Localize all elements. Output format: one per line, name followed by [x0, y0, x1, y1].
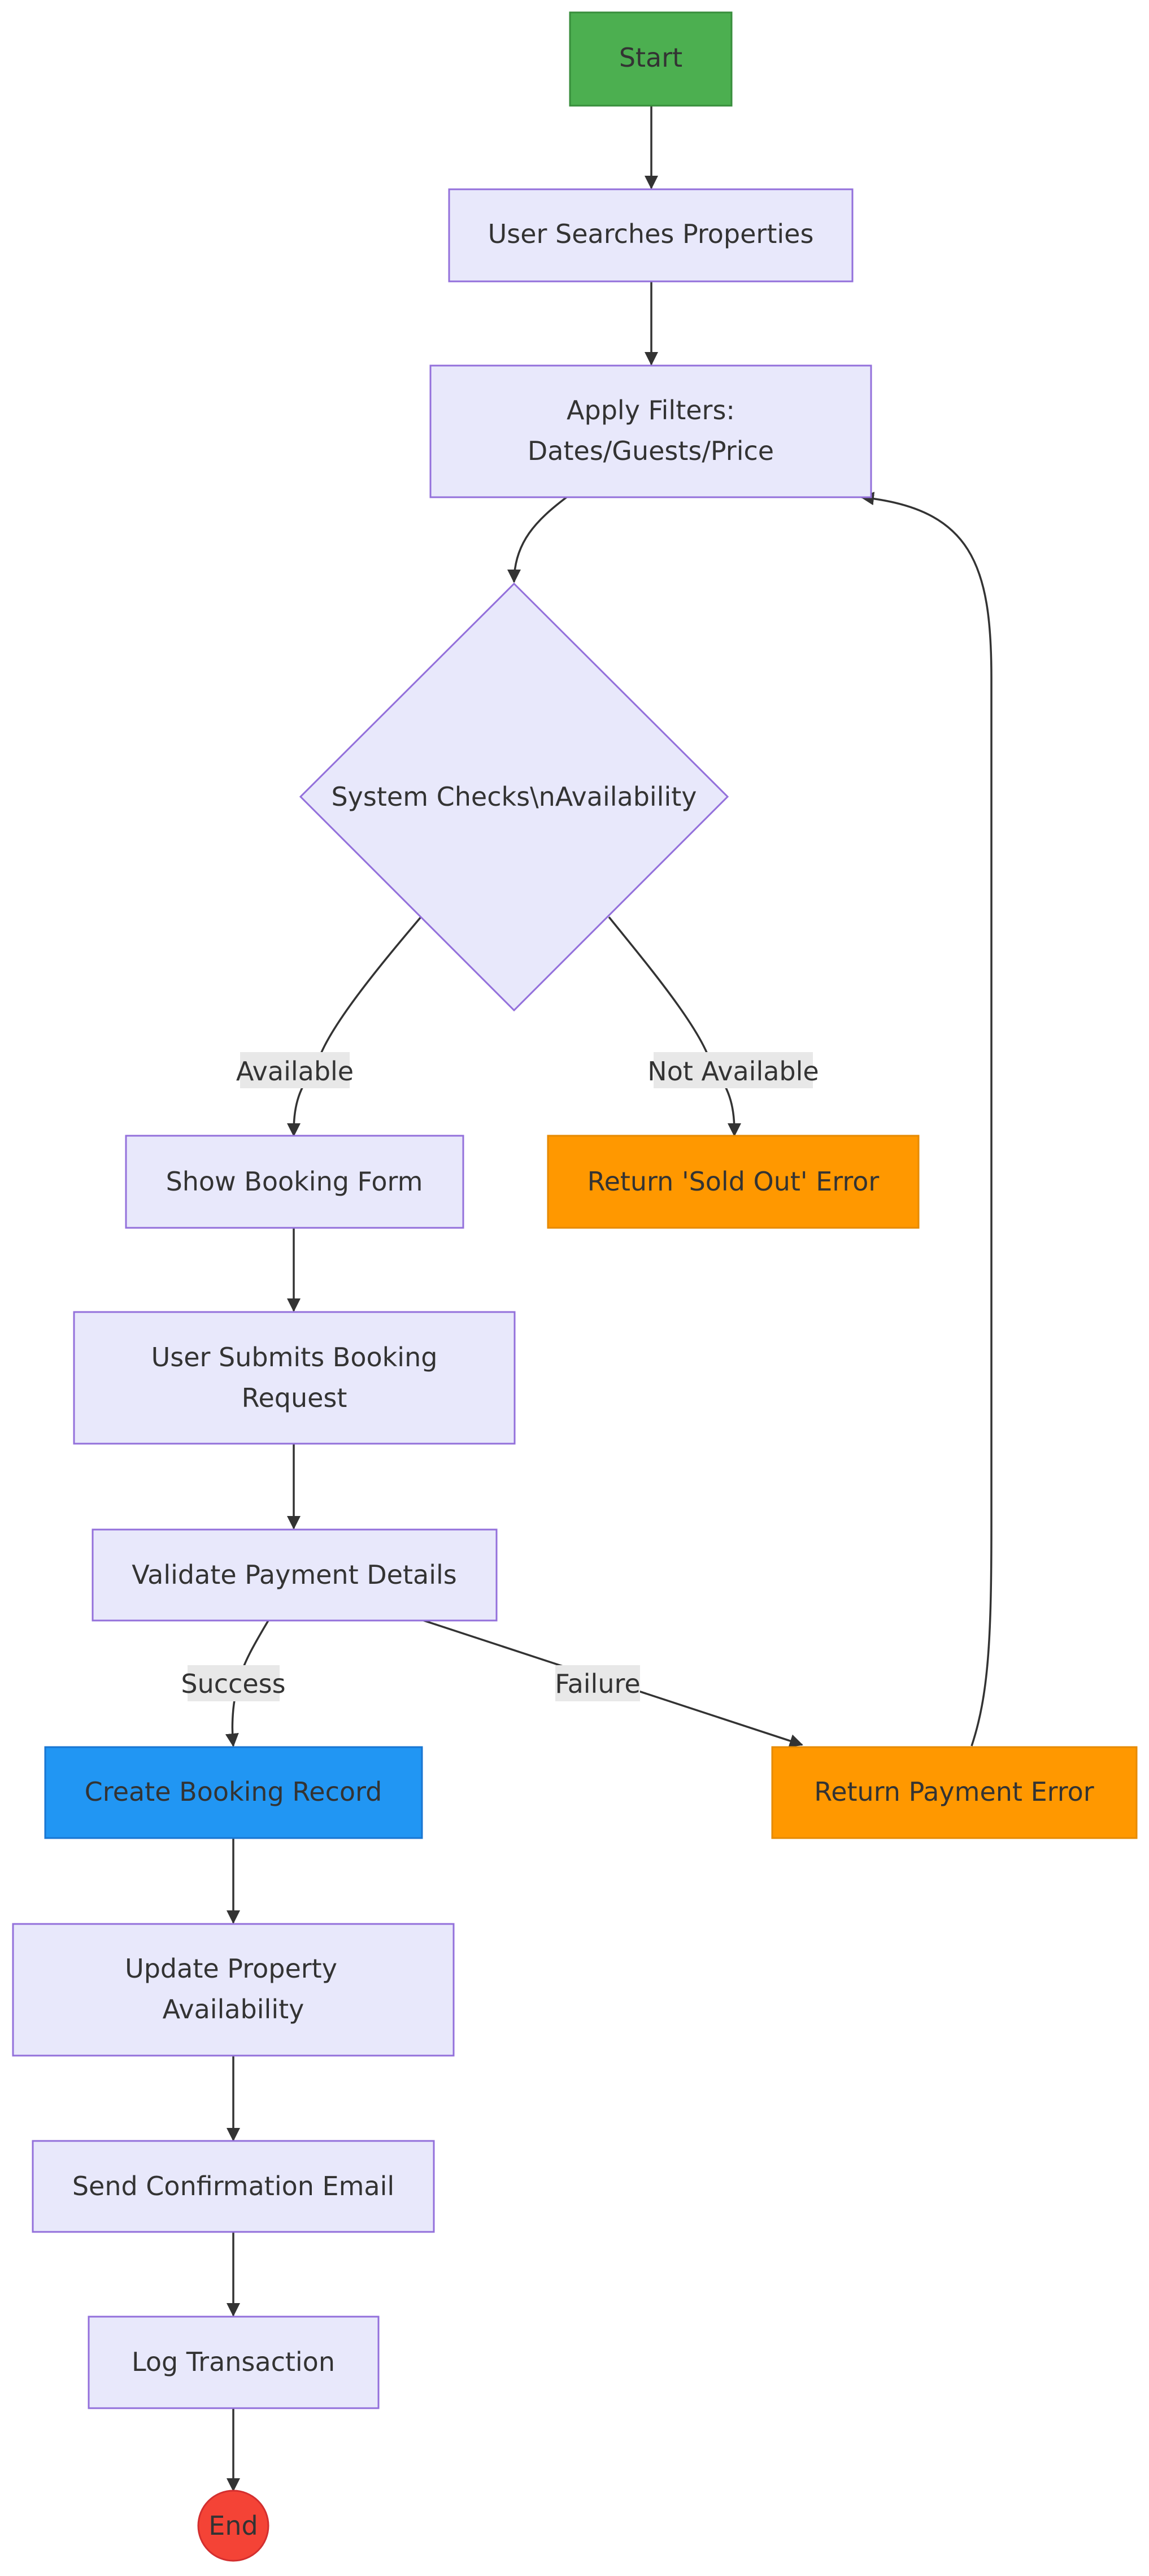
node-user-submits-booking-request-box [73, 1311, 516, 1445]
node-update-property-availability-label-line2: Availability [163, 1994, 304, 2025]
node-user-searches-properties-box [448, 188, 854, 283]
edge-label-not-available-text: Not Available [647, 1056, 819, 1087]
edge-label-available-bg [240, 1052, 350, 1088]
edge-label-available: Available [236, 1052, 354, 1088]
node-validate-payment-details-box [92, 1528, 498, 1622]
node-return-payment-error-box [771, 1746, 1138, 1839]
node-log-transaction: Log Transaction [88, 2316, 380, 2409]
node-system-checks-availability-label: System Checks\nAvailability [331, 781, 697, 812]
edge-label-not-available-bg [654, 1052, 813, 1088]
node-end-circle [197, 2490, 269, 2562]
edge-label-failure: Failure [555, 1665, 641, 1701]
node-create-booking-record: Create Booking Record [44, 1746, 423, 1839]
node-user-searches-properties-label: User Searches Properties [488, 219, 814, 249]
node-user-searches-properties: User Searches Properties [448, 188, 854, 283]
node-return-payment-error: Return Payment Error [771, 1746, 1138, 1839]
edge-label-available-text: Available [236, 1056, 354, 1087]
edge-filters-to-check [507, 496, 568, 583]
node-apply-filters: Apply Filters: Dates/Guests/Price [429, 364, 872, 498]
node-start: Start [569, 11, 733, 107]
node-system-checks-availability-diamond [299, 582, 729, 1012]
node-start-box [569, 11, 733, 107]
node-create-booking-record-label: Create Booking Record [85, 1776, 382, 1807]
node-apply-filters-label-line2: Dates/Guests/Price [528, 436, 774, 466]
edge-label-success-text: Success [181, 1669, 285, 1699]
node-user-submits-booking-request-label-line1: User Submits Booking [151, 1342, 438, 1372]
node-show-booking-form: Show Booking Form [125, 1135, 464, 1229]
node-return-sold-out-error-label: Return 'Sold Out' Error [587, 1166, 880, 1197]
node-log-transaction-label: Log Transaction [132, 2347, 335, 2377]
node-validate-payment-details: Validate Payment Details [92, 1528, 498, 1622]
node-apply-filters-box [429, 364, 872, 498]
node-update-property-availability-label-line1: Update Property [125, 1953, 337, 1984]
node-system-checks-availability: System Checks\nAvailability [299, 582, 729, 1012]
node-send-confirmation-email-label: Send Confirmation Email [72, 2171, 394, 2201]
node-return-payment-error-label: Return Payment Error [814, 1776, 1094, 1807]
edge-label-failure-text: Failure [555, 1669, 640, 1699]
edge-label-success-bg [188, 1665, 280, 1701]
node-send-confirmation-email: Send Confirmation Email [32, 2140, 435, 2233]
node-user-submits-booking-request: User Submits Booking Request [73, 1311, 516, 1445]
edge-label-success: Success [181, 1665, 286, 1701]
node-update-property-availability: Update Property Availability [12, 1923, 455, 2057]
node-start-label: Start [619, 42, 682, 73]
node-return-sold-out-error-box [547, 1135, 920, 1229]
node-user-submits-booking-request-label-line2: Request [242, 1383, 347, 1413]
node-show-booking-form-box [125, 1135, 464, 1229]
node-log-transaction-box [88, 2316, 380, 2409]
node-validate-payment-details-label: Validate Payment Details [132, 1559, 456, 1590]
edge-label-failure-bg [555, 1665, 640, 1701]
edge-payment-error-to-filters [860, 492, 993, 1747]
node-update-property-availability-box [12, 1923, 455, 2057]
node-end: End [197, 2490, 269, 2562]
node-create-booking-record-box [44, 1746, 423, 1839]
node-apply-filters-label-line1: Apply Filters: [567, 395, 735, 425]
edge-check-to-sold-out [608, 916, 741, 1137]
edge-label-not-available: Not Available [647, 1052, 819, 1088]
edge-check-to-booking-form [287, 916, 422, 1137]
node-return-sold-out-error: Return 'Sold Out' Error [547, 1135, 920, 1229]
node-send-confirmation-email-box [32, 2140, 435, 2233]
node-end-label: End [208, 2510, 258, 2541]
node-show-booking-form-label: Show Booking Form [166, 1166, 423, 1197]
